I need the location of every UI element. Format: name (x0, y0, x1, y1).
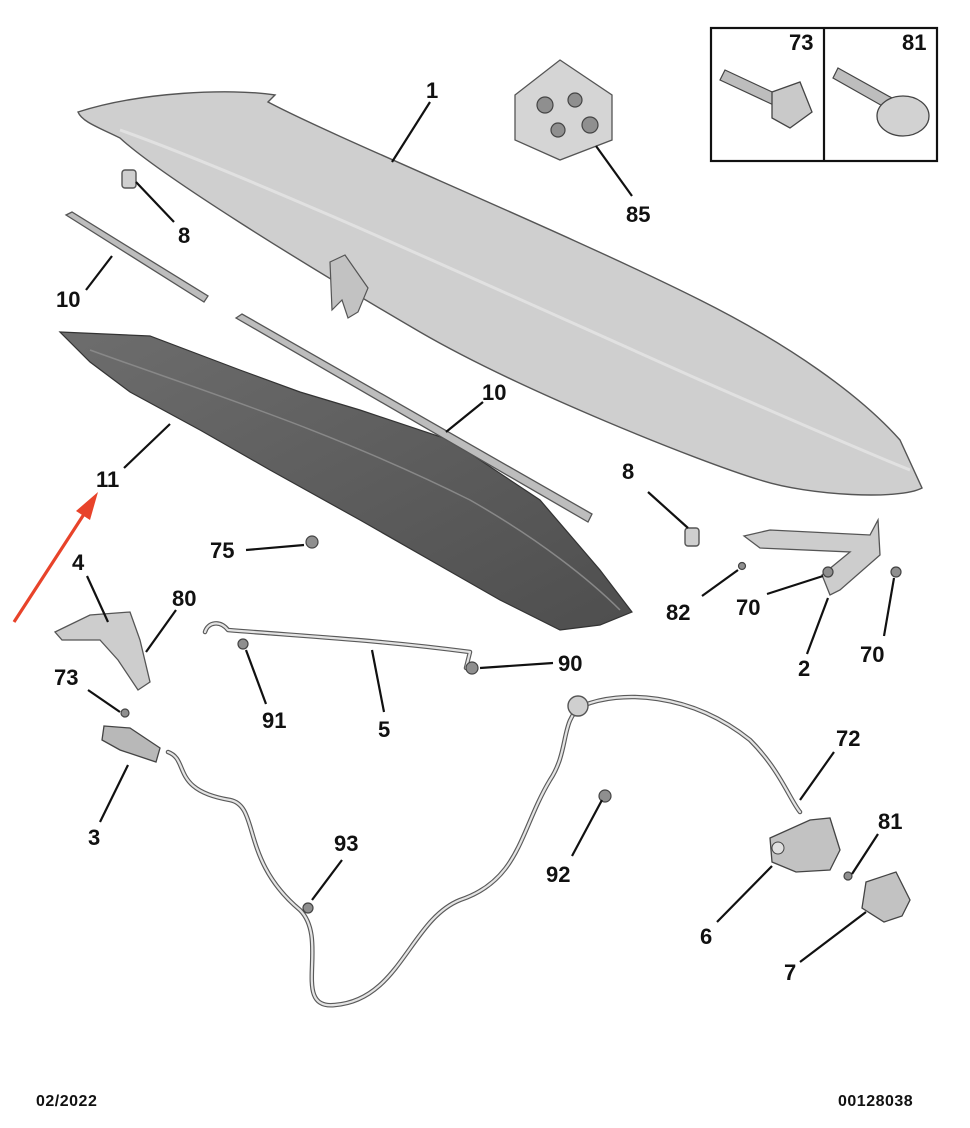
callout-73-box: 73 (789, 30, 813, 55)
callout-10-lower: 10 (482, 380, 506, 405)
callout-93: 93 (334, 831, 358, 856)
callout-90: 90 (558, 651, 582, 676)
callout-80: 80 (172, 586, 196, 611)
hinge-right (737, 517, 902, 596)
callout-81: 81 (878, 809, 902, 834)
bump-stop-left (121, 169, 137, 189)
callout-1: 1 (426, 78, 438, 103)
footer-reference: 00128038 (838, 1093, 914, 1110)
fastener-kit (514, 59, 613, 161)
callout-8-right: 8 (622, 459, 634, 484)
hood-panel (77, 91, 923, 496)
leader-lines (85, 101, 896, 963)
screw-inset-box (709, 26, 939, 163)
callout-75: 75 (210, 538, 234, 563)
callout-73: 73 (54, 665, 78, 690)
callout-85: 85 (626, 202, 650, 227)
callout-2: 2 (798, 656, 810, 681)
callout-11: 11 (96, 467, 119, 492)
hinge-left (53, 611, 151, 691)
highlight-arrow (12, 492, 98, 623)
callout-82: 82 (666, 600, 690, 625)
bonnet-lock (769, 817, 841, 873)
callout-70-right: 70 (860, 642, 884, 667)
seal-strip-lower (234, 313, 593, 523)
callout-3: 3 (88, 825, 100, 850)
callout-6: 6 (700, 924, 712, 949)
footer-date: 02/2022 (36, 1093, 98, 1110)
callout-91: 91 (262, 708, 286, 733)
striker (843, 871, 911, 923)
clip-75 (305, 535, 319, 549)
seal-strip-upper (64, 211, 209, 303)
release-cable (165, 694, 803, 1008)
screw-81-icon (832, 67, 930, 137)
callout-70-left: 70 (736, 595, 760, 620)
callout-4: 4 (72, 550, 85, 575)
insulator-pad (58, 331, 633, 631)
bump-stop-right (684, 527, 700, 547)
callout-92: 92 (546, 862, 570, 887)
callout-8-top: 8 (178, 223, 190, 248)
lock-bracket (101, 708, 161, 763)
support-rod (202, 621, 479, 675)
callout-5: 5 (378, 717, 390, 742)
callout-labels: 1 85 73 81 8 10 10 11 8 75 4 80 82 70 70… (54, 30, 926, 985)
callout-7: 7 (784, 960, 796, 985)
callout-72: 72 (836, 726, 860, 751)
callout-10-top: 10 (56, 287, 80, 312)
screw-73-icon (719, 69, 813, 129)
callout-81-box: 81 (902, 30, 926, 55)
